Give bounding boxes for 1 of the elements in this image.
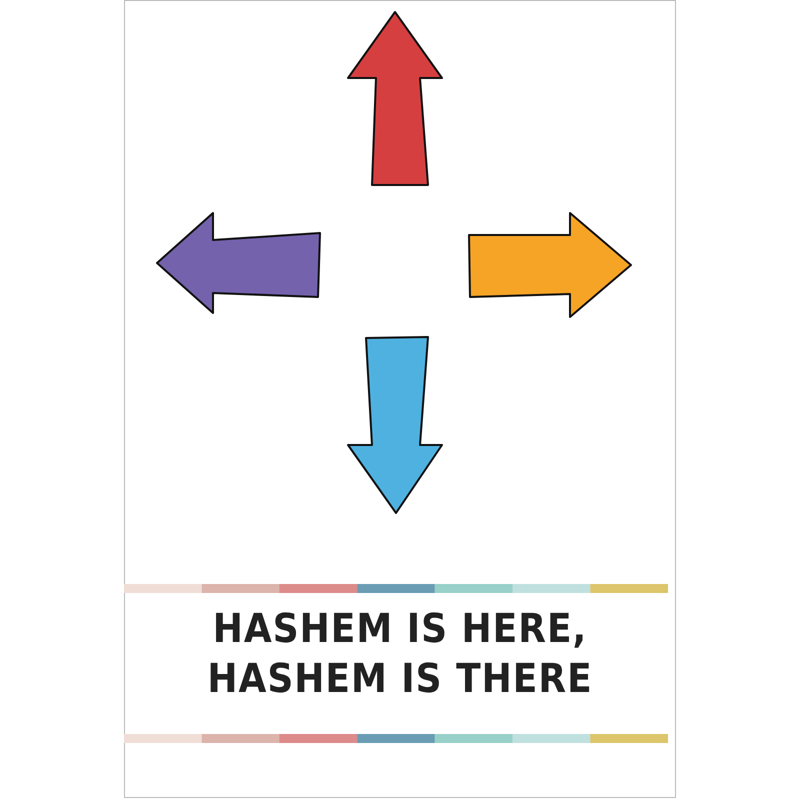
- poster-title: HASHEM IS HERE, HASHEM IS THERE: [206, 605, 594, 704]
